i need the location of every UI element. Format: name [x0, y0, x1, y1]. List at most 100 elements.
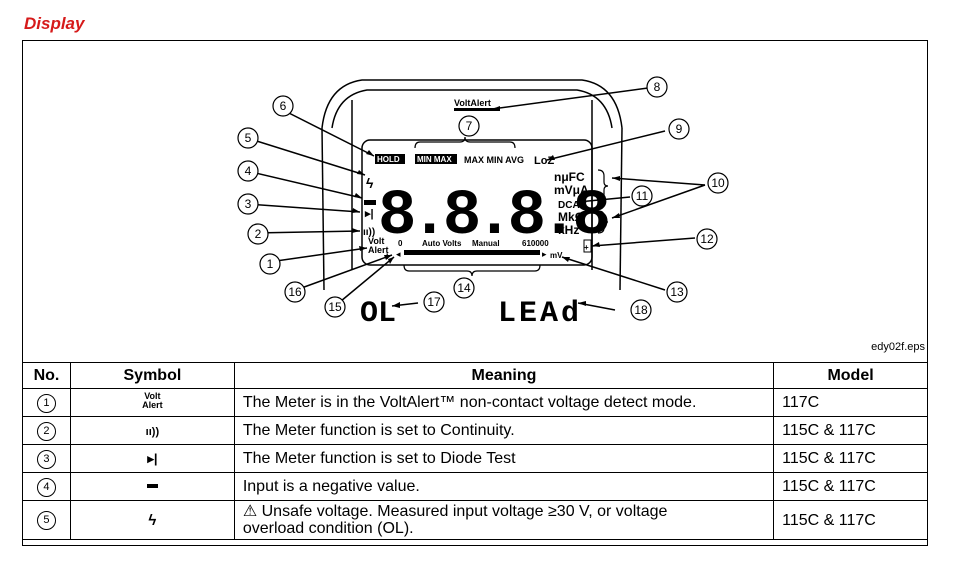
row-model: 115C & 117C	[773, 444, 928, 473]
row-meaning: ⚠ Unsafe voltage. Measured input voltage…	[233, 500, 775, 540]
header-model: Model	[773, 362, 928, 389]
svg-text:4: 4	[245, 164, 252, 178]
volt-annunciator: Volt	[368, 236, 384, 246]
svg-text:17: 17	[427, 295, 441, 309]
row-model: 117C	[773, 388, 928, 417]
row-meaning: Input is a negative value.	[233, 472, 775, 501]
row-number: 2	[36, 421, 56, 441]
units-mVuA: mVμA	[554, 183, 589, 197]
continuity-annunciator: ıı))	[363, 227, 375, 238]
header-meaning: Meaning	[233, 362, 775, 389]
row-number: 5	[36, 511, 56, 530]
lead-display: LEAd	[498, 297, 582, 331]
table-row: 5 ϟ ⚠ Unsafe voltage. Measured input vol…	[22, 500, 928, 540]
row-meaning: The Meter function is set to Diode Test	[233, 444, 775, 473]
row-model: 115C & 117C	[773, 500, 928, 540]
lcd-window	[361, 139, 593, 266]
svg-text:16: 16	[288, 285, 302, 299]
voltalert-top-label: VoltAlert	[454, 98, 491, 108]
mv-label: mV	[550, 251, 563, 260]
row-number: 4	[36, 477, 56, 497]
maxminavg-label: MAX MIN AVG	[464, 155, 524, 165]
callout-3: 3	[237, 193, 259, 215]
svg-text:9: 9	[676, 122, 683, 136]
callout-5: 5	[237, 127, 259, 149]
svg-text:15: 15	[328, 300, 342, 314]
ol-display: OL	[360, 297, 396, 331]
svg-text:6: 6	[280, 99, 287, 113]
svg-text:◂: ◂	[396, 249, 401, 259]
svg-text:14: 14	[457, 281, 471, 295]
callout-13: 13	[666, 281, 688, 303]
row-number: 3	[36, 449, 56, 469]
units-nuFC: nμFC	[554, 170, 585, 184]
minmax-label: MIN MAX	[417, 155, 452, 164]
svg-text:5: 5	[245, 131, 252, 145]
callout-9: 9	[668, 118, 690, 140]
header-symbol: Symbol	[69, 362, 235, 389]
header-no: No.	[22, 362, 71, 389]
callout-15: 15	[324, 296, 346, 318]
callout-17: 17	[423, 291, 445, 313]
callout-8: 8	[646, 76, 668, 98]
units-mkohm: MkΩ	[558, 210, 585, 224]
hold-label: HOLD	[377, 155, 400, 164]
figure-id: edy02f.eps	[871, 341, 925, 353]
svg-text:7: 7	[466, 119, 473, 133]
section-heading: Display	[24, 14, 85, 33]
callout-18: 18	[630, 299, 652, 321]
diode-annunciator: ▸|	[364, 208, 374, 220]
svg-text:11: 11	[636, 189, 649, 203]
bar-graph	[404, 250, 540, 255]
callout-7: 7	[458, 115, 480, 137]
lightning-annunciator: ϟ	[366, 175, 374, 191]
battery-icon	[583, 239, 592, 253]
callout-14: 14	[453, 277, 475, 299]
units-khz: kHz	[558, 223, 579, 237]
svg-text:12: 12	[700, 232, 714, 246]
loz-label: LoZ	[534, 155, 554, 167]
lcd-digits: 8.8.8.8	[378, 181, 607, 253]
table-row: 3 ▸| The Meter function is set to Diode …	[22, 444, 928, 473]
table-row: 2 ıı)) The Meter function is set to Cont…	[22, 416, 928, 445]
continuity-icon: ıı))	[145, 425, 160, 438]
table-header-row: No. Symbol Meaning Model	[22, 362, 928, 389]
callout-11: 11	[631, 185, 653, 207]
row-model: 115C & 117C	[773, 416, 928, 445]
diode-icon: ▸|	[147, 450, 158, 466]
minus-segment	[364, 200, 376, 205]
svg-text:8: 8	[654, 80, 661, 94]
scale-zero: 0	[398, 239, 403, 248]
callout-10: 10	[707, 172, 729, 194]
row-model: 115C & 117C	[773, 472, 928, 501]
svg-text:▸: ▸	[542, 249, 547, 259]
meter-housing	[321, 79, 623, 291]
callout-6: 6	[272, 95, 294, 117]
scale-max: 610000	[522, 239, 549, 248]
lightning-icon: ϟ	[148, 511, 157, 529]
row-number: 1	[36, 393, 56, 413]
row-meaning: The Meter function is set to Continuity.	[233, 416, 775, 445]
callout-4: 4	[237, 160, 259, 182]
svg-text:3: 3	[245, 197, 252, 211]
svg-text:+: +	[584, 243, 589, 252]
display-diagram: VoltAlert HOLD MIN MAX MAX MIN AVG LoZ 8…	[237, 76, 729, 331]
callout-1: 1	[259, 253, 281, 275]
svg-text:18: 18	[634, 303, 648, 317]
callout-2: 2	[247, 223, 269, 245]
manual-label: Manual	[472, 239, 500, 248]
callout-circles: 6 5 4 3 2 1 16 15 14 17 7 8 9 10 11 12 1…	[237, 76, 729, 321]
units-dcac: DCAC	[558, 200, 587, 211]
minus-icon	[146, 484, 158, 489]
svg-text:1: 1	[267, 257, 274, 271]
auto-volts-label: Auto Volts	[422, 239, 462, 248]
callout-12: 12	[696, 228, 718, 250]
table-row: 4 Input is a negative value. 115C & 117C	[22, 472, 928, 501]
svg-text:10: 10	[711, 176, 725, 190]
callout-16: 16	[284, 281, 306, 303]
svg-text:13: 13	[670, 285, 684, 299]
row-meaning: The Meter is in the VoltAlert™ non-conta…	[233, 388, 775, 417]
